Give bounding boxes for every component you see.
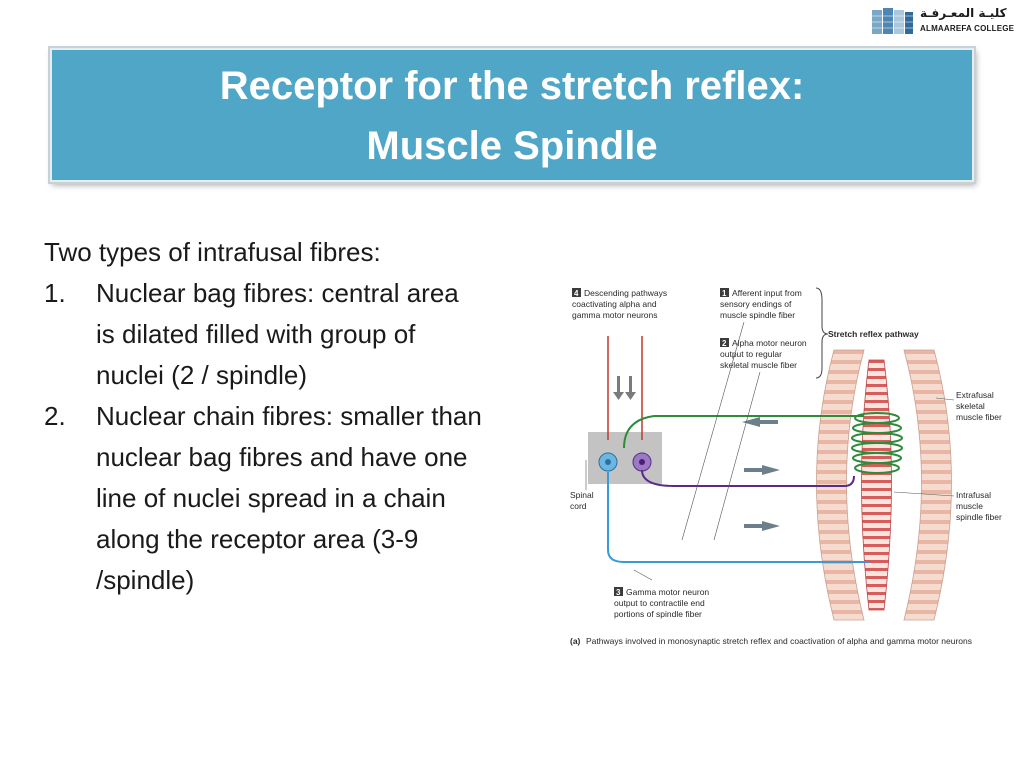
label-4-line2: coactivating alpha and [572,299,657,309]
label-2-line1: Alpha motor neuron [732,338,807,348]
list-item: 2. Nuclear chain fibres: smaller than nu… [44,396,484,601]
alpha-pathway-line [641,469,855,487]
list-item-number: 1. [44,278,66,308]
figure-caption: Pathways involved in monosynaptic stretc… [586,636,972,646]
list-item-number: 2. [44,401,66,431]
label-2-number: 2 [722,339,727,348]
slide-body: Two types of intrafusal fibres: 1. Nucle… [44,232,484,601]
figure-caption-prefix: (a) [570,636,581,646]
extrafusal-label-line1: Extrafusal [956,390,994,400]
fibre-types-list: 1. Nuclear bag fibres: central area is d… [44,273,484,601]
alpha-neuron-icon [632,452,652,472]
pathway-brace [815,287,829,379]
list-item: 1. Nuclear bag fibres: central area is d… [44,273,484,396]
intro-text: Two types of intrafusal fibres: [44,237,381,267]
slide-title-banner: Receptor for the stretch reflex: Muscle … [50,48,974,182]
intrafusal-label-line3: spindle fiber [956,512,1002,522]
extrafusal-fiber-right [903,349,952,621]
logo-arabic-text: كليـة المعـرفـة [920,6,1007,20]
slide-title-line1: Receptor for the stretch reflex: [219,64,805,108]
list-item-text: Nuclear chain fibres: smaller than nucle… [96,401,482,595]
label-3-number: 3 [616,588,621,597]
label-2-line3: skeletal muscle fiber [720,360,797,370]
label-3-line3: portions of spindle fiber [614,609,702,619]
label-3-line1: Gamma motor neuron [626,587,709,597]
label-4-number: 4 [574,289,579,298]
leader-lines [585,321,955,581]
direction-arrow-icon [742,417,780,531]
extrafusal-label-line2: skeletal [956,401,985,411]
gamma-neuron-icon [598,452,618,472]
label-4-line1: Descending pathways [584,288,667,298]
stretch-reflex-pathway-label: Stretch reflex pathway [828,329,919,339]
intrafusal-label-line1: Intrafusal [956,490,991,500]
label-1-line2: sensory endings of [720,299,792,309]
slide-title-line2: Muscle Spindle [366,124,658,168]
label-2-line2: output to regular [720,349,782,359]
gamma-pathway-line [607,472,869,563]
college-logo: كليـة المعـرفـة ALMAAREFA COLLEGE [870,4,1016,38]
down-arrow-icon [613,376,636,400]
intrafusal-spindle-fiber [861,359,892,611]
afferent-pathway-line [623,415,864,449]
sensory-coil [851,412,903,474]
stretch-reflex-diagram: 4 Descending pathways coactivating alpha… [570,287,1002,646]
label-1-line1: Afferent input from [732,288,802,298]
intrafusal-label-line2: muscle [956,501,983,511]
list-item-text: Nuclear bag fibres: central area is dila… [96,278,459,390]
spinal-cord-label-line2: cord [570,501,587,511]
label-1-line3: muscle spindle fiber [720,310,795,320]
label-4-line3: gamma motor neurons [572,310,658,320]
label-3-line2: output to contractile end [614,598,705,608]
spinal-cord-label-line1: Spinal [570,490,594,500]
extrafusal-label-line3: muscle fiber [956,412,1002,422]
logo-english-text: ALMAAREFA COLLEGE [920,24,1015,33]
label-1-number: 1 [722,289,727,298]
book-logo-icon [872,8,913,34]
